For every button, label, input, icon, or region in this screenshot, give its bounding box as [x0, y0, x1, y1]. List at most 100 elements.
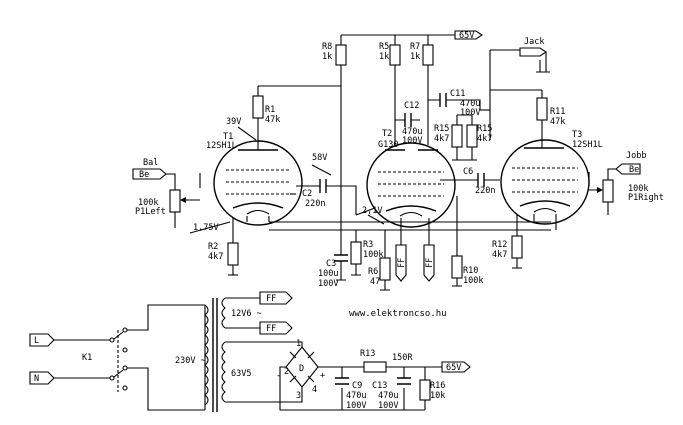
svg-text:FF: FF	[266, 324, 276, 334]
svg-text:C2: C2	[302, 189, 312, 199]
svg-text:230V ~: 230V ~	[175, 356, 206, 366]
bottom-supply-output: 65V	[425, 361, 471, 373]
svg-text:R12: R12	[492, 240, 507, 250]
resistor-r12: R12 4k7	[492, 214, 523, 269]
resistor-r7: R7 1k	[410, 42, 434, 145]
tube-t2: T2 G130	[355, 129, 456, 228]
svg-text:47: 47	[370, 277, 380, 287]
svg-text:Bal: Bal	[143, 158, 158, 168]
resistor-r10: R10 100k	[451, 196, 483, 287]
svg-text:2,1V: 2,1V	[362, 206, 382, 216]
website-label: www.elektroncso.hu	[349, 309, 447, 319]
svg-text:4k7: 4k7	[434, 134, 449, 144]
svg-text:100u: 100u	[318, 269, 338, 279]
svg-text:Jobb: Jobb	[626, 151, 646, 161]
svg-text:100k: 100k	[138, 198, 158, 208]
svg-text:220n: 220n	[305, 199, 325, 209]
svg-text:R10: R10	[463, 266, 478, 276]
svg-text:100V: 100V	[346, 401, 366, 411]
svg-text:R15: R15	[434, 124, 449, 134]
svg-text:47k: 47k	[550, 117, 565, 127]
resistor-r15-a: R15 4k7	[434, 115, 463, 160]
jack-output: Jack	[480, 37, 550, 140]
capacitor-c12: C12 470u 100V	[395, 101, 422, 146]
svg-text:R1: R1	[265, 105, 275, 115]
resistor-r15-b: R15 4k7	[452, 114, 492, 161]
svg-text:C9: C9	[352, 381, 362, 391]
svg-text:220n: 220n	[475, 186, 495, 196]
svg-text:1k: 1k	[322, 52, 332, 62]
svg-text:FF: FF	[266, 294, 276, 304]
svg-text:100V: 100V	[318, 279, 338, 289]
svg-text:63V5: 63V5	[231, 369, 251, 379]
top-supply-rail: 65V	[340, 30, 483, 45]
svg-text:C13: C13	[372, 381, 387, 391]
svg-text:R8: R8	[322, 42, 332, 52]
svg-text:R2: R2	[208, 242, 218, 252]
svg-text:D: D	[299, 364, 304, 374]
svg-text:-: -	[276, 371, 281, 381]
svg-text:P1Left: P1Left	[135, 207, 166, 217]
resistor-r6: R6 47 2,1V	[362, 206, 391, 291]
relay-k1	[109, 304, 205, 411]
heater-wiring	[246, 214, 557, 231]
svg-text:1k: 1k	[379, 52, 389, 62]
svg-text:47k: 47k	[265, 115, 280, 125]
capacitor-c3: C3 100u 100V	[318, 254, 348, 289]
svg-text:T3: T3	[572, 130, 582, 140]
svg-text:T1: T1	[223, 132, 233, 142]
svg-text:58V: 58V	[312, 153, 327, 163]
svg-text:39V: 39V	[226, 117, 241, 127]
svg-text:L: L	[34, 336, 39, 346]
svg-text:R13: R13	[360, 349, 375, 359]
svg-text:Be: Be	[139, 170, 149, 180]
svg-text:4k7: 4k7	[477, 134, 492, 144]
svg-text:C11: C11	[450, 89, 465, 99]
resistor-r2: 1,75V R2 4k7	[189, 218, 239, 276]
bridge-rectifier: D 1 + - 3 2 4	[270, 339, 425, 411]
svg-text:G130: G130	[378, 140, 398, 150]
svg-text:100k: 100k	[463, 276, 483, 286]
svg-text:12V6 ~: 12V6 ~	[231, 309, 262, 319]
svg-text:C6: C6	[463, 167, 473, 177]
svg-text:Jack: Jack	[524, 37, 544, 47]
svg-text:1: 1	[296, 339, 301, 349]
transformer: 230V ~ FF FF 12V6 ~ 63V5	[175, 291, 293, 412]
svg-text:4k7: 4k7	[208, 252, 223, 262]
svg-text:100k: 100k	[628, 184, 648, 194]
capacitor-c2: C2 220n 58V	[296, 153, 357, 215]
svg-text:3: 3	[296, 391, 301, 401]
svg-text:65V: 65V	[446, 363, 461, 373]
svg-text:470u: 470u	[460, 99, 480, 109]
capacitor-c13: C13 470u 100V	[372, 367, 411, 411]
svg-text:470u: 470u	[402, 127, 422, 137]
svg-text:R5: R5	[379, 42, 389, 52]
svg-text:R7: R7	[410, 42, 420, 52]
resistor-r3: R3 100k	[350, 230, 383, 276]
svg-text:1k: 1k	[410, 52, 420, 62]
heater-flags-t2: FF FF	[395, 218, 435, 282]
svg-text:FF: FF	[397, 258, 407, 268]
svg-text:N: N	[34, 374, 39, 384]
tube-t1: T1 12SH1L	[199, 132, 303, 226]
svg-text:4k7: 4k7	[492, 250, 507, 260]
svg-text:100V: 100V	[460, 108, 480, 118]
resistor-r13: R13 150R	[342, 349, 425, 373]
resistor-r5: R5 1k	[379, 42, 401, 145]
svg-text:R3: R3	[363, 240, 373, 250]
mains-input: L N K1	[29, 333, 110, 385]
svg-text:12SH1L: 12SH1L	[206, 141, 237, 151]
svg-text:100V: 100V	[378, 401, 398, 411]
svg-text:R11: R11	[550, 107, 565, 117]
svg-text:C3: C3	[326, 259, 336, 269]
capacitor-c11: C11 470u 100V	[428, 89, 481, 118]
svg-text:T2: T2	[382, 129, 392, 139]
resistor-r1: R1 47k 39V	[226, 85, 341, 150]
svg-text:P1Right: P1Right	[628, 193, 664, 203]
svg-text:C12: C12	[404, 101, 419, 111]
svg-text:470u: 470u	[378, 391, 398, 401]
svg-text:100V: 100V	[402, 136, 422, 146]
svg-text:12SH1L: 12SH1L	[572, 140, 603, 150]
resistor-r16: R16 10k	[419, 367, 445, 410]
